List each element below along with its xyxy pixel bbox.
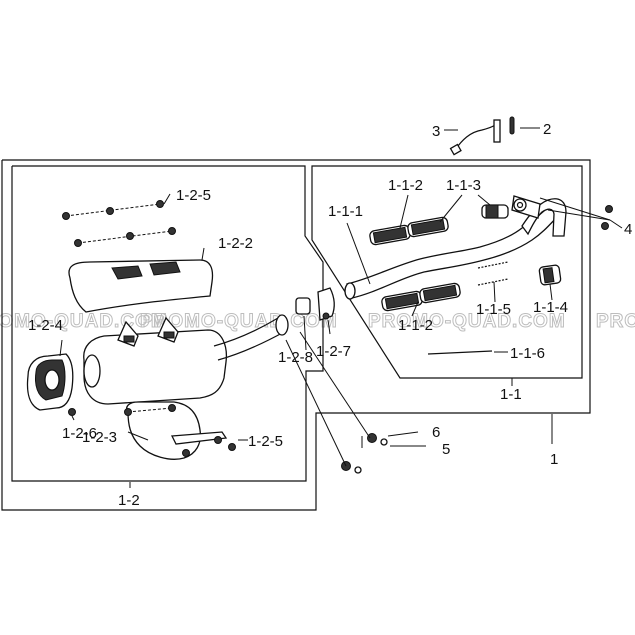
exhaust-pipe-outlet-end: [344, 282, 356, 300]
part-labels: 3 2 4 1-1-1 1-1-2 1-1-3 1-1-2 1-1-5 1-1-…: [28, 121, 632, 509]
label-1-2-4: 1-2-4: [28, 317, 63, 334]
muffler-inlet-end: [275, 314, 289, 336]
frame-assembly-1: [1, 159, 591, 511]
label-1-1-6: 1-1-6: [510, 345, 545, 362]
muffler-heat-shield-lower: [126, 401, 202, 460]
label-1-2-6: 1-2-6: [62, 425, 97, 442]
heat-protector-top: [369, 216, 449, 246]
exhaust-gasket: [509, 116, 515, 135]
label-1-2-5-top: 1-2-5: [176, 187, 211, 204]
label-1-1: 1-1: [500, 386, 522, 403]
watermark-text-4: PROMO-QUAD.COM: [596, 311, 635, 332]
label-1-1-4: 1-1-4: [533, 299, 568, 316]
watermark-text-3: PROMO-QUAD.COM: [368, 311, 566, 332]
leader-lines: [59, 127, 623, 488]
heat-shield-screws-top: [62, 200, 176, 247]
exhaust-pipe-group: [344, 116, 613, 355]
label-1: 1: [550, 451, 558, 468]
exhaust-sensor: [449, 119, 501, 156]
pipe-springs: [477, 261, 509, 286]
label-2: 2: [543, 121, 551, 138]
label-1-2-5-bottom: 1-2-5: [248, 433, 283, 450]
mounting-bolts: [341, 433, 388, 474]
muffler-inlet-pipe: [213, 317, 285, 361]
label-3: 3: [432, 123, 440, 140]
pipe-joint-sleeve: [481, 204, 509, 219]
label-1-2-8: 1-2-8: [278, 349, 313, 366]
frame-pipe-assembly-1-1: [311, 165, 583, 379]
exhaust-flange: [511, 195, 541, 219]
heat-protector-bottom: [381, 282, 461, 312]
heat-shield-stripes: [111, 261, 181, 280]
label-1-2: 1-2: [118, 492, 140, 509]
label-1-2-7: 1-2-7: [316, 343, 351, 360]
label-1-1-3: 1-1-3: [446, 177, 481, 194]
lower-shield-bracket: [170, 431, 228, 445]
label-1-1-2-top: 1-1-2: [388, 177, 423, 194]
frame-muffler-assembly-1-2: [11, 165, 324, 482]
label-1-2-3: 1-2-3: [82, 429, 117, 446]
end-cap-screw: [68, 408, 76, 416]
label-1-1-2-bottom: 1-1-2: [398, 317, 433, 334]
muffler-heat-shield-upper: [68, 259, 214, 313]
exhaust-nuts: [601, 205, 613, 230]
muffler-clamp: [317, 287, 335, 321]
label-4: 4: [624, 221, 632, 238]
label-1-1-5: 1-1-5: [476, 301, 511, 318]
heat-shield-screws-bottom: [124, 404, 236, 457]
muffler-brackets: [117, 316, 179, 347]
muffler-body: [83, 329, 228, 405]
assembly-frames: [1, 159, 591, 511]
muffler-outlet: [83, 354, 101, 388]
label-5: 5: [442, 441, 450, 458]
label-1-2-2: 1-2-2: [218, 235, 253, 252]
muffler-end-cap: [26, 353, 74, 411]
exhaust-head-pipe: [521, 198, 567, 237]
label-1-1-1: 1-1-1: [328, 203, 363, 220]
label-6: 6: [432, 424, 440, 441]
muffler-group: [26, 200, 388, 474]
muffler-gasket: [295, 297, 311, 315]
pipe-stud-bolt: [427, 350, 493, 355]
pipe-sleeve: [538, 264, 562, 286]
